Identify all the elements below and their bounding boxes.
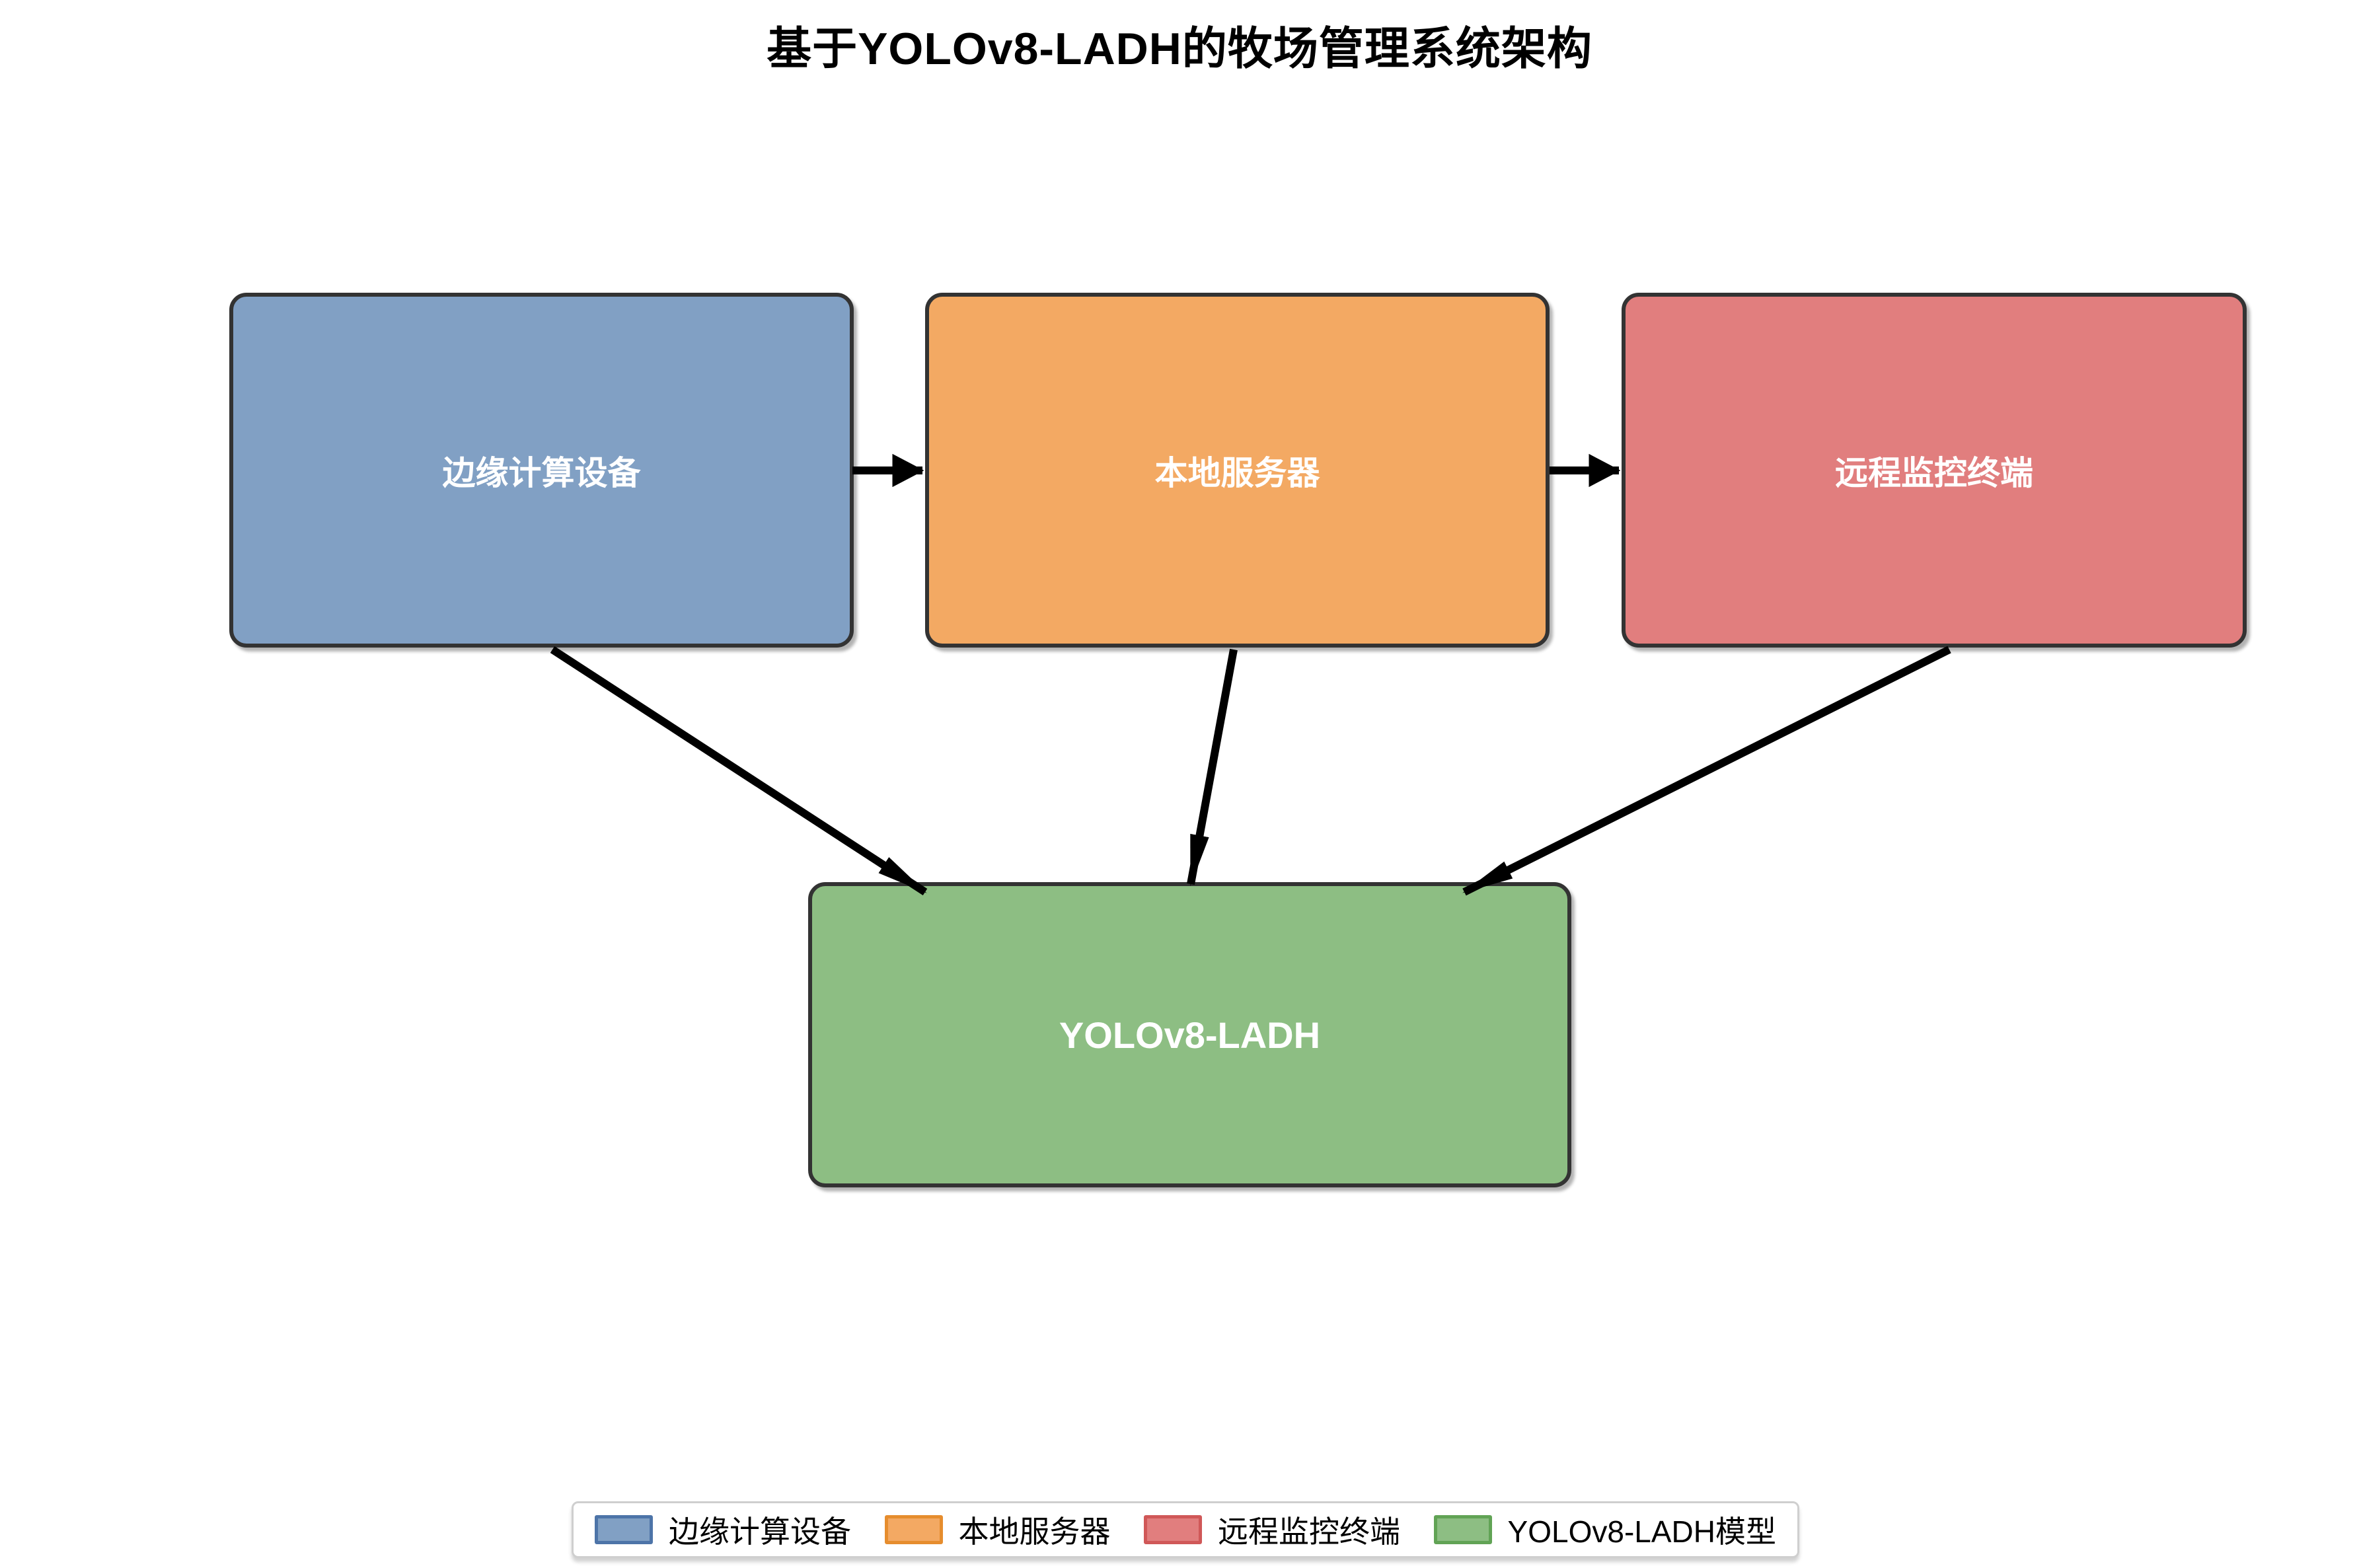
legend-swatch-local-server [884, 1515, 943, 1544]
node-local-server-label: 本地服务器 [1154, 454, 1320, 492]
node-local-server: 本地服务器 [925, 293, 1550, 648]
arrow-remote-to-model-icon [1462, 646, 1951, 896]
node-remote-terminal: 远程监控终端 [1622, 293, 2247, 648]
arrow-server-to-model-icon [1187, 648, 1238, 887]
legend-label-edge-device: 边缘计算设备 [669, 1514, 851, 1549]
node-remote-terminal-label: 远程监控终端 [1835, 454, 2033, 492]
legend-item-edge-device: 边缘计算设备 [595, 1508, 851, 1551]
legend-label-remote-terminal: 远程监控终端 [1218, 1514, 1401, 1549]
legend-swatch-edge-device [595, 1515, 653, 1544]
legend-label-local-server: 本地服务器 [958, 1514, 1111, 1549]
legend-item-remote-terminal: 远程监控终端 [1144, 1508, 1400, 1551]
legend-label-yolov8-ladh-model: YOLOv8-LADH模型 [1507, 1514, 1776, 1549]
node-edge-device-label: 边缘计算设备 [442, 454, 641, 492]
node-yolov8-ladh: YOLOv8-LADH [808, 882, 1571, 1187]
legend: 边缘计算设备 本地服务器 远程监控终端 YOLOv8-LADH模型 [572, 1501, 1799, 1558]
legend-item-local-server: 本地服务器 [884, 1508, 1111, 1551]
node-yolov8-ladh-label: YOLOv8-LADH [1059, 1014, 1321, 1056]
legend-swatch-yolov8-ladh-model [1433, 1515, 1492, 1544]
legend-item-yolov8-ladh-model: YOLOv8-LADH模型 [1433, 1508, 1776, 1551]
node-edge-device: 边缘计算设备 [229, 293, 854, 648]
legend-swatch-remote-terminal [1144, 1515, 1203, 1544]
page-title: 基于YOLOv8-LADH的牧场管理系统架构 [767, 24, 1592, 74]
arrow-edge-to-model-icon [550, 646, 928, 896]
